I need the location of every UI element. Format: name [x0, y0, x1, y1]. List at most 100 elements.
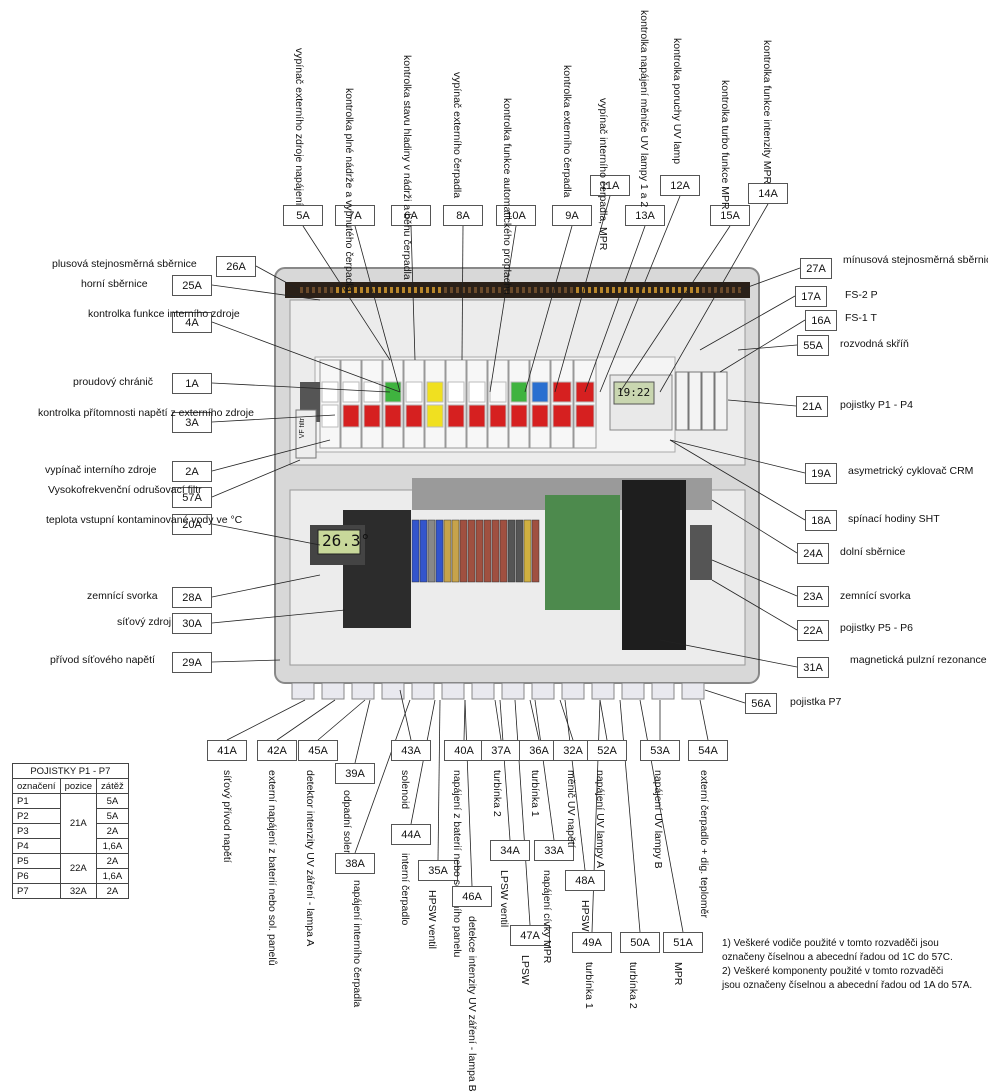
callout-label: HPSW ventil — [426, 890, 438, 949]
callout-label: napájení cívky MPR — [541, 870, 553, 964]
busbar-terminal — [624, 287, 627, 293]
callout-label: pojistky P1 - P4 — [840, 399, 913, 411]
callout-box: 45A — [298, 740, 338, 761]
busbar-terminal — [618, 287, 621, 293]
right-terminal — [690, 525, 712, 580]
note-line: 2) Veškeré komponenty použité v tomto ro… — [722, 966, 944, 977]
breaker-lever — [468, 404, 486, 428]
fuse-cell: P2 — [12, 808, 61, 824]
callout-box: 48A — [565, 870, 605, 891]
busbar-terminal — [588, 287, 591, 293]
callout-box: 52A — [587, 740, 627, 761]
callout-label: kontrolka turbo funkce MPR — [719, 80, 731, 210]
callout-box: 32A — [553, 740, 593, 761]
leader-line — [559, 699, 574, 741]
callout-label: asymetrický cyklovač CRM — [848, 465, 974, 477]
busbar-terminal — [696, 287, 699, 293]
busbar-terminal — [318, 287, 321, 293]
cable-gland — [651, 682, 675, 700]
callout-label: Vysokofrekvenční odrušovací filtr — [48, 484, 202, 496]
leader-line — [464, 699, 473, 887]
callout-label: turbínka 1 — [583, 962, 595, 1009]
busbar-terminal — [348, 287, 351, 293]
leader-line — [499, 699, 511, 841]
thermometer-screen — [317, 529, 361, 555]
note-line: 1) Veškeré vodiče použité v tomto rozvad… — [722, 938, 939, 949]
callout-box: 21A — [796, 396, 828, 417]
busbar-terminal — [366, 287, 369, 293]
callout-box: 4A — [172, 312, 212, 333]
leader-line — [211, 284, 321, 301]
busbar-terminal — [636, 287, 639, 293]
callout-box: 55A — [797, 335, 829, 356]
leader-line — [564, 699, 586, 871]
breaker-top-indicator — [363, 381, 381, 403]
leader-line — [524, 225, 573, 393]
cable-gland — [351, 682, 375, 700]
terminal — [499, 519, 508, 583]
callout-label: pojistky P5 - P6 — [840, 622, 913, 634]
busbar-terminal — [402, 287, 405, 293]
busbar-terminal — [654, 287, 657, 293]
callout-label: vypínač interního čerpadla, MPR — [597, 98, 609, 251]
busbar-terminal — [576, 287, 579, 293]
terminal — [459, 519, 468, 583]
fuse-table: POJISTKY P1 - P7 označení pozice zátěž P… — [12, 763, 129, 899]
busbar-terminal — [468, 287, 471, 293]
callout-box: 25A — [172, 275, 212, 296]
callout-box: 18A — [805, 510, 837, 531]
callout-label: kontrolka externího čerpadla — [561, 65, 573, 198]
fuse-cell: P5 — [12, 853, 61, 869]
leader-line — [463, 699, 466, 741]
callout-box: 53A — [640, 740, 680, 761]
fuse-cell: 2A — [96, 883, 129, 899]
callout-label: mínusová stejnosměrná sběrnice — [843, 254, 988, 266]
callout-label: LPSW ventil — [498, 870, 510, 928]
breaker-module — [550, 359, 574, 449]
breaker-lever — [342, 404, 360, 428]
callout-box: 8A — [443, 205, 483, 226]
fuse-cell: 5A — [96, 808, 129, 824]
leader-line — [619, 225, 731, 393]
busbar-terminal — [438, 287, 441, 293]
busbar-terminal — [444, 287, 447, 293]
terminal — [435, 519, 444, 583]
leader-line — [534, 699, 555, 841]
callout-box: 54A — [688, 740, 728, 761]
thermometer-readout: 26.3° — [322, 531, 371, 550]
callout-box: 50A — [620, 932, 660, 953]
callout-label: turbínka 1 — [529, 770, 541, 817]
leader-line — [302, 225, 391, 361]
busbar-terminal — [642, 287, 645, 293]
leader-line — [719, 319, 806, 373]
leader-line — [639, 699, 684, 933]
busbar-terminal — [486, 287, 489, 293]
terminal — [467, 519, 476, 583]
callout-label: rozvodná skříň — [840, 338, 909, 350]
mpr-module — [622, 480, 686, 650]
callout-label: vypínač interního zdroje — [45, 464, 157, 476]
callout-label: externí napájení z baterií nebo sol. pan… — [266, 770, 278, 966]
busbar-terminal — [396, 287, 399, 293]
leader-line — [554, 195, 611, 393]
terminal — [531, 519, 540, 583]
callout-label: magnetická pulzní rezonance — [850, 654, 987, 666]
terminal — [475, 519, 484, 583]
breaker-lever — [489, 404, 507, 428]
leader-line — [669, 439, 806, 521]
callout-label: FS-1 T — [845, 312, 877, 324]
leader-line — [619, 699, 641, 933]
busbar-terminal — [600, 287, 603, 293]
callout-label: napájení interního čerpadla — [351, 880, 363, 1008]
callout-box: 38A — [335, 853, 375, 874]
busbar-terminal — [546, 287, 549, 293]
breaker-lever — [447, 404, 465, 428]
busbar-terminal — [414, 287, 417, 293]
busbar-terminal — [372, 287, 375, 293]
leader-line — [711, 499, 798, 554]
callout-label: kontrolka plné nádrže a vypnutého čerpad… — [343, 88, 355, 292]
breaker-top-indicator — [510, 381, 528, 403]
cable-gland — [441, 682, 465, 700]
callout-box: 9A — [552, 205, 592, 226]
leader-line — [410, 699, 436, 825]
